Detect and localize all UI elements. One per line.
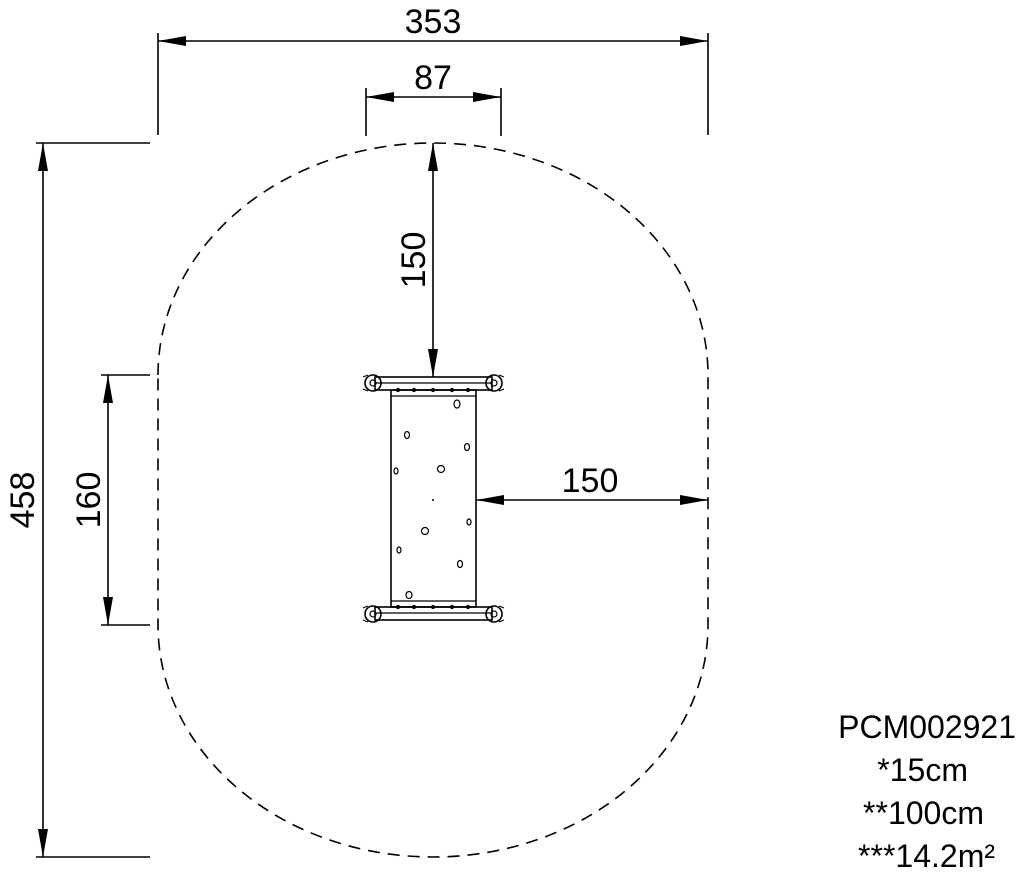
- overall-width-dimension: 353: [157, 3, 709, 135]
- post-bottom-left: [362, 605, 382, 623]
- product-code: PCM002921: [838, 709, 1016, 745]
- top-clearance-dimension: 150: [395, 143, 438, 377]
- post-bottom-right: [485, 605, 505, 623]
- equipment-length-dimension: 160: [70, 374, 150, 626]
- side-clearance-dimension: 150: [476, 462, 708, 505]
- overall-height-dimension: 458: [4, 142, 150, 858]
- info-line-2: **100cm: [863, 795, 984, 831]
- post-top-left: [362, 374, 382, 392]
- info-block: PCM002921 *15cm **100cm ***14.2m²: [838, 709, 1016, 874]
- climbing-panel-equipment: [362, 374, 505, 623]
- overall-width-label: 353: [405, 3, 462, 41]
- climbing-holds: [393, 399, 472, 600]
- top-clearance-label: 150: [395, 232, 433, 289]
- equipment-width-label: 87: [414, 59, 452, 97]
- post-top-right: [485, 374, 505, 392]
- equipment-width-dimension: 87: [365, 59, 502, 136]
- side-clearance-label: 150: [562, 462, 619, 500]
- info-line-3: ***14.2m²: [858, 838, 995, 874]
- safety-zone-outline: [157, 142, 709, 858]
- bar-bolts: [395, 387, 471, 610]
- info-line-1: *15cm: [877, 752, 968, 788]
- overall-height-label: 458: [4, 472, 42, 529]
- equipment-length-label: 160: [70, 472, 108, 529]
